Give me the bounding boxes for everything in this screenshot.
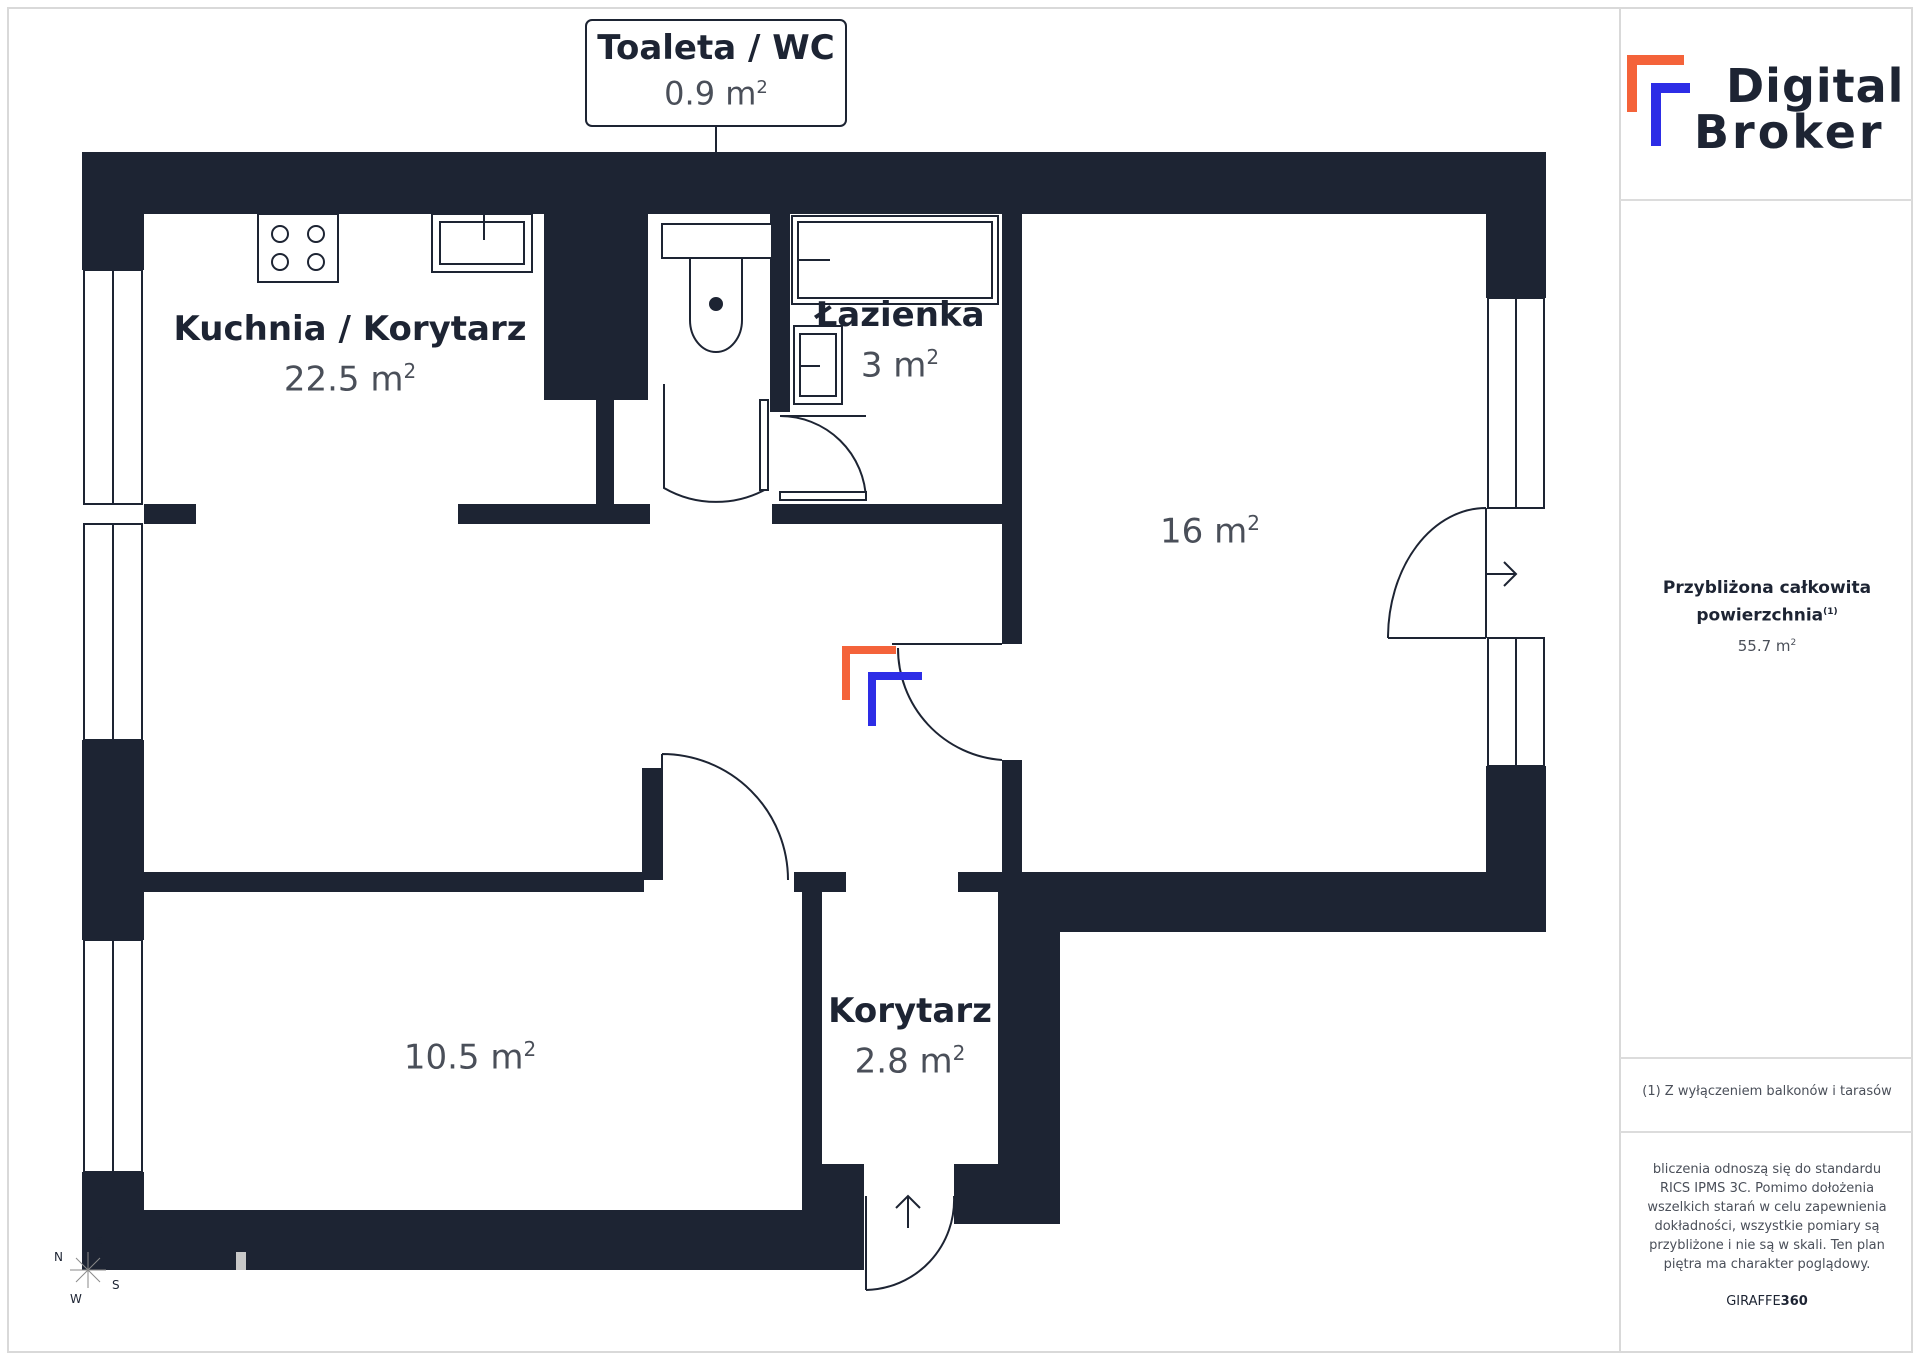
- footnote: (1) Z wyłączeniem balkonów i tarasów: [1642, 1084, 1892, 1099]
- credit: GIRAFFE360: [1622, 1294, 1912, 1309]
- wall-bottom-left: [82, 1210, 862, 1270]
- wall-room16-lower: [1002, 760, 1022, 880]
- area-value: 2.8 m: [854, 1041, 953, 1082]
- area-value: 22.5 m: [283, 359, 404, 400]
- wall-corridor-left: [802, 890, 822, 1210]
- wall-block-wc-left: [544, 214, 648, 400]
- stove: [257, 213, 339, 283]
- logo-mark-icon: [1627, 55, 1690, 146]
- compass-w: W: [70, 1292, 82, 1306]
- area-value: 10.5 m: [403, 1037, 524, 1078]
- compass-e: E: [96, 1236, 103, 1247]
- summary-total-sup: 2: [1790, 637, 1797, 648]
- wall-kitchen-room10: [144, 872, 644, 892]
- walls: [82, 152, 1546, 1270]
- arrows: [895, 561, 1518, 1228]
- wc-label: Toaleta / WC 0.9 m2: [586, 28, 846, 114]
- windows: [83, 269, 1545, 1173]
- area-value: 0.9 m: [664, 74, 757, 113]
- door-balcony: [1387, 507, 1487, 639]
- fixtures: [257, 213, 999, 405]
- brand-line1: Digital: [1726, 59, 1905, 113]
- area-unit-sup: 2: [403, 359, 417, 383]
- summary-label-text: powierzchnia: [1696, 605, 1824, 626]
- disclaimer-line: piętra ma charakter poglądowy.: [1663, 1257, 1871, 1272]
- room16-label: 16 m2: [1100, 502, 1320, 552]
- wall-left-1: [82, 214, 144, 270]
- wall-partition-left-stub: [144, 504, 196, 524]
- kitchen-label: Kuchnia / Korytarz 22.5 m2: [160, 308, 540, 400]
- room-name-bathroom: Łazienka: [815, 295, 985, 335]
- wall-wc-bath: [770, 214, 790, 412]
- bathroom-label: Łazienka 3 m2: [800, 294, 1000, 386]
- wc-callout: [585, 19, 847, 152]
- wall-corridor-top-right: [958, 872, 1018, 892]
- summary-label-line2: powierzchnia(1): [1622, 600, 1912, 628]
- area-value: 3 m: [860, 345, 927, 386]
- area-unit-sup: 2: [756, 77, 768, 98]
- wall-partition-right: [772, 504, 1004, 524]
- wall-mark: [236, 1252, 246, 1270]
- wall-left-2: [82, 740, 144, 940]
- room-name-corridor: Korytarz: [828, 991, 992, 1031]
- room-area-corridor: 2.8 m2: [820, 1032, 1000, 1082]
- arrow-up-icon: [895, 1194, 921, 1228]
- wall-top: [82, 152, 1546, 214]
- disclaimer: bliczenia odnoszą się do standardu RICS …: [1630, 1160, 1904, 1274]
- disclaimer-line: bliczenia odnoszą się do standardu: [1652, 1162, 1882, 1177]
- door-entrance: [865, 1195, 956, 1291]
- room-area-kitchen: 22.5 m2: [160, 350, 540, 400]
- door-room16: [892, 643, 1003, 761]
- wall-corridor-right: [998, 890, 1018, 1164]
- summary-total: 55.7 m2: [1622, 628, 1912, 661]
- room-name-kitchen: Kuchnia / Korytarz: [173, 309, 527, 349]
- area-unit-sup: 2: [1247, 511, 1260, 535]
- door-room10: [661, 753, 789, 881]
- room-area-room10: 10.5 m2: [360, 1028, 580, 1078]
- wall-right-bottom: [1016, 872, 1546, 932]
- wall-corridor-bottom-left: [822, 1164, 864, 1270]
- wall-column: [596, 400, 614, 504]
- room10-label: 10.5 m2: [360, 1028, 580, 1078]
- credit-suffix: 360: [1780, 1294, 1808, 1309]
- credit-prefix: GIRAFFE: [1726, 1294, 1781, 1309]
- wall-door-jamb-left: [642, 768, 662, 880]
- compass-n: N: [54, 1250, 63, 1264]
- arrow-right-icon: [1486, 561, 1518, 587]
- disclaimer-line: wszelkich starań w celu zapewnienia: [1647, 1200, 1887, 1215]
- area-unit-sup: 2: [926, 345, 940, 369]
- wall-bath-room16-upper: [1002, 214, 1022, 644]
- doors: [661, 384, 1487, 1291]
- disclaimer-line: dokładności, wszystkie pomiary są: [1654, 1219, 1880, 1234]
- corridor-label: Korytarz 2.8 m2: [820, 990, 1000, 1082]
- page-border: [7, 7, 1913, 1353]
- compass-s: S: [112, 1278, 120, 1292]
- plan-watermark-logo: [842, 646, 922, 726]
- room-area-room16: 16 m2: [1100, 502, 1320, 552]
- brand-logo: Digital Broker: [1622, 40, 1912, 170]
- toilet-tank: [661, 223, 773, 259]
- summary-block: Przybliżona całkowita powierzchnia(1) 55…: [1622, 576, 1912, 661]
- compass-icon: [70, 1252, 106, 1288]
- disclaimer-line: RICS IPMS 3C. Pomimo dołożenia: [1659, 1181, 1875, 1196]
- area-unit-sup: 2: [523, 1037, 537, 1061]
- wall-corridor-top-left: [794, 872, 846, 892]
- area-unit-sup: 2: [952, 1041, 966, 1065]
- room-area-bathroom: 3 m2: [800, 336, 1000, 386]
- room-name-wc: Toaleta / WC: [597, 28, 835, 68]
- brand-line2: Broker: [1694, 105, 1885, 159]
- wall-corridor-bottom-right: [954, 1164, 1060, 1224]
- summary-label-line1: Przybliżona całkowita: [1662, 578, 1872, 598]
- wall-right-1: [1486, 214, 1546, 298]
- disclaimer-line: przybliżone i nie są w skali. Ten plan: [1649, 1238, 1885, 1253]
- summary-total-value: 55.7 m: [1737, 636, 1791, 655]
- summary-footnote-ref: (1): [1823, 607, 1838, 617]
- door-wc: [663, 384, 769, 503]
- room-area-wc: 0.9 m2: [586, 68, 846, 114]
- door-bathroom: [779, 415, 867, 501]
- wall-partition-mid: [458, 504, 650, 524]
- area-value: 16 m: [1160, 511, 1248, 552]
